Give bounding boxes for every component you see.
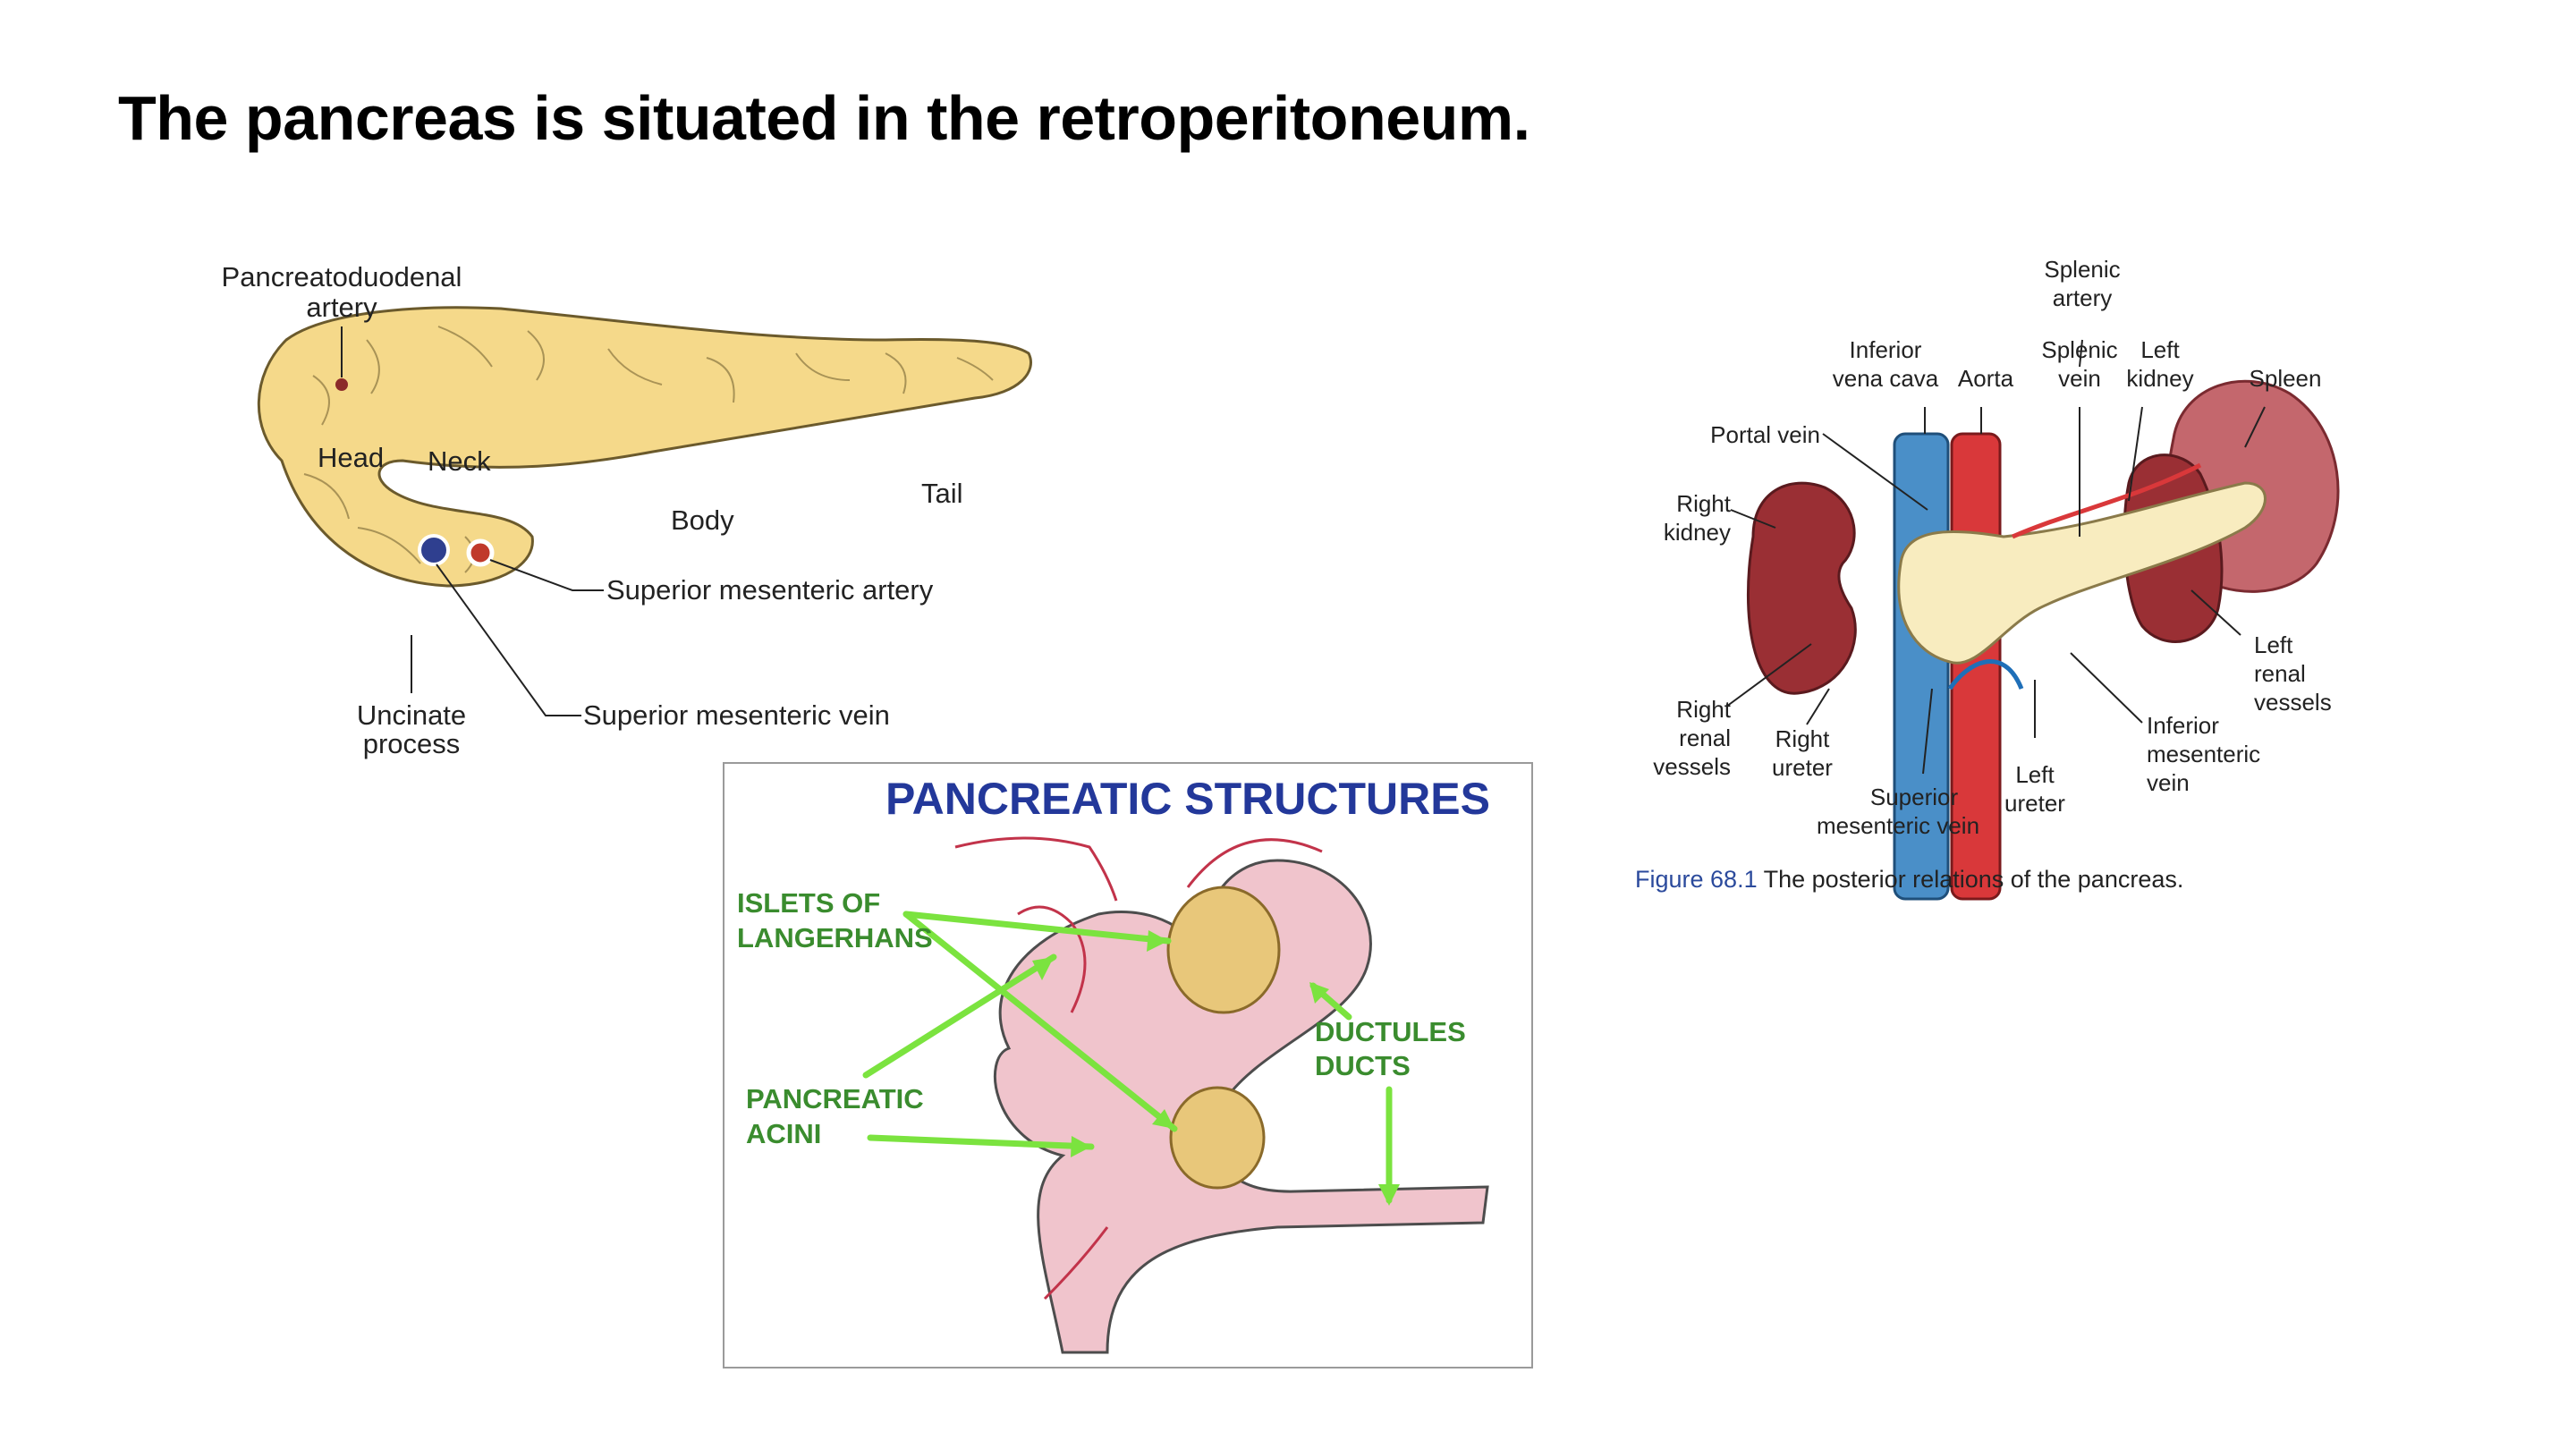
splenic-vein-label-1: Splenic	[2041, 336, 2117, 363]
caption-text: The posterior relations of the pancreas.	[1763, 866, 2184, 893]
tissue-ducts	[993, 859, 1489, 1354]
portal-vein-label: Portal vein	[1710, 421, 1820, 448]
islets-label-2: LANGERHANS	[737, 922, 933, 953]
body-label: Body	[671, 504, 734, 536]
smv-posterior-label-2: mesenteric vein	[1817, 812, 1979, 839]
uncinate-label-2: process	[363, 728, 461, 759]
right-renal-label-2: renal	[1679, 724, 1731, 751]
right-kidney-shape	[1746, 481, 1857, 695]
aorta-label: Aorta	[1958, 365, 2014, 392]
islet-upper	[1166, 886, 1281, 1014]
right-renal-label-3: vessels	[1653, 753, 1731, 780]
uncinate-label-1: Uncinate	[357, 699, 466, 731]
pd-artery-label-1: Pancreatoduodenal	[222, 261, 462, 292]
smv-label: Superior mesenteric vein	[583, 699, 890, 731]
splenic-artery-label-1: Splenic	[2044, 256, 2120, 283]
left-renal-label-2: renal	[2254, 660, 2306, 687]
islet-lower	[1169, 1086, 1266, 1190]
acini-label-1: PANCREATIC	[746, 1083, 924, 1114]
left-kidney-label-1: Left	[2140, 336, 2180, 363]
figure-caption: Figure 68.1 The posterior relations of t…	[1635, 866, 2183, 894]
ivc-label-1: Inferior	[1850, 336, 1922, 363]
left-kidney-label-2: kidney	[2126, 365, 2193, 392]
pancreatic-structures-figure: PANCREATIC STRUCTURES ISLETS OF LANGERHA…	[723, 762, 1533, 1368]
right-kidney-label-2: kidney	[1664, 519, 1731, 546]
imv-label-3: vein	[2147, 769, 2190, 796]
neck-label: Neck	[428, 445, 491, 477]
pancreas-posterior-shape	[1897, 481, 2267, 665]
left-renal-label-1: Left	[2254, 631, 2293, 658]
smv-posterior-label-1: Superior	[1870, 784, 1959, 810]
left-renal-label-3: vessels	[2254, 689, 2332, 716]
splenic-artery-label-2: artery	[2053, 284, 2112, 311]
right-kidney-label-1: Right	[1676, 490, 1731, 517]
caption-number: Figure 68.1	[1635, 866, 1758, 893]
left-ureter-label-1: Left	[2015, 761, 2055, 788]
smv-vessel	[418, 534, 450, 566]
structures-title: PANCREATIC STRUCTURES	[886, 774, 1490, 824]
islets-label-1: ISLETS OF	[737, 887, 880, 919]
ductules-label-2: DUCTS	[1315, 1050, 1411, 1081]
right-renal-label-1: Right	[1676, 696, 1731, 723]
sma-vessel	[466, 538, 495, 567]
left-ureter-label-2: ureter	[2004, 790, 2065, 817]
sma-label: Superior mesenteric artery	[606, 574, 934, 606]
tail-label: Tail	[921, 478, 963, 509]
ivc-label-2: vena cava	[1833, 365, 1939, 392]
imv-label-2: mesenteric	[2147, 741, 2260, 767]
splenic-vein-label-2: vein	[2058, 365, 2101, 392]
posterior-relations-figure: Splenic artery Inferior vena cava Aorta …	[1653, 256, 2340, 901]
spleen-label: Spleen	[2250, 365, 2322, 392]
pancreas-shape	[257, 306, 1032, 588]
acini-label-2: ACINI	[746, 1118, 821, 1149]
pancreas-anatomy-figure: Pancreatoduodenal artery Head Neck Body …	[222, 261, 1032, 759]
right-ureter-label-1: Right	[1775, 725, 1830, 752]
pd-artery-label-2: artery	[306, 292, 377, 323]
leader-lines	[1725, 339, 2266, 775]
ductules-label-1: DUCTULES	[1315, 1016, 1466, 1047]
pointer-arrows	[862, 911, 1400, 1206]
right-ureter-label-2: ureter	[1772, 754, 1833, 781]
pd-artery-dot	[335, 378, 348, 391]
slide-title: The pancreas is situated in the retroper…	[118, 83, 1530, 153]
imv-label-1: Inferior	[2147, 712, 2219, 739]
head-label: Head	[318, 442, 384, 473]
